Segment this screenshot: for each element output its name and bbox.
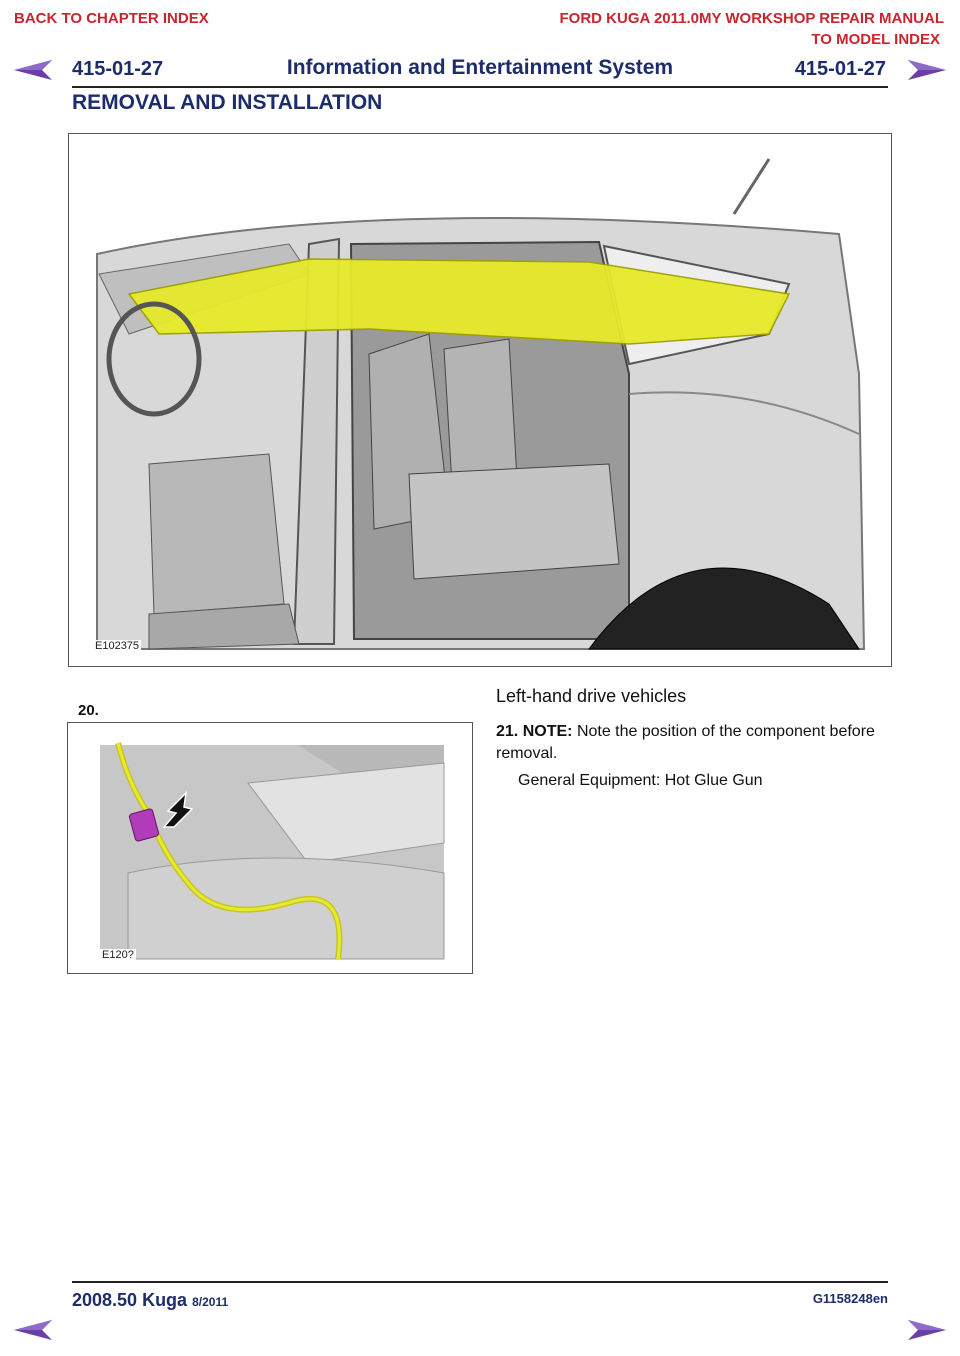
subsection-title: REMOVAL AND INSTALLATION bbox=[72, 91, 383, 114]
footer-model-name: 2008.50 Kuga bbox=[72, 1290, 188, 1310]
manual-title-link[interactable]: FORD KUGA 2011.0MY WORKSHOP REPAIR MANUA… bbox=[559, 10, 945, 27]
footer-model: 2008.50 Kuga 8/2011 bbox=[72, 1290, 228, 1311]
step-20-figure-label: E120? bbox=[100, 949, 136, 961]
page-code-right: 415-01-27 bbox=[794, 58, 886, 80]
connector-illustration bbox=[68, 723, 472, 973]
main-figure-label: E102375 bbox=[93, 640, 142, 652]
to-model-index-link[interactable]: TO MODEL INDEX bbox=[811, 31, 940, 48]
footer-rule bbox=[72, 1281, 888, 1283]
step-21: 21. NOTE: Note the position of the compo… bbox=[496, 721, 876, 765]
vehicle-interior-illustration bbox=[69, 134, 891, 666]
next-page-arrow-icon[interactable] bbox=[906, 58, 948, 82]
next-page-arrow-bottom-icon[interactable] bbox=[906, 1318, 948, 1342]
footer-doc-code: G1158248en bbox=[812, 1291, 888, 1306]
step-20-figure: E120? bbox=[67, 722, 473, 974]
step-21-note-label: NOTE: bbox=[522, 723, 573, 740]
previous-page-arrow-bottom-icon[interactable] bbox=[12, 1318, 54, 1342]
step-21-note-text: Note the position of the component befor… bbox=[496, 723, 875, 762]
header-rule bbox=[72, 86, 888, 88]
step-21-equipment: General Equipment: Hot Glue Gun bbox=[518, 772, 763, 789]
page-code-left: 415-01-27 bbox=[72, 58, 164, 80]
section-title: Information and Entertainment System bbox=[286, 56, 674, 79]
footer-date: 8/2011 bbox=[192, 1295, 229, 1309]
step-20-number: 20. bbox=[78, 702, 99, 719]
back-to-chapter-index-link[interactable]: BACK TO CHAPTER INDEX bbox=[14, 10, 209, 27]
variant-heading: Left-hand drive vehicles bbox=[496, 686, 687, 706]
main-figure-vehicle-interior: E102375 bbox=[68, 133, 892, 667]
previous-page-arrow-icon[interactable] bbox=[12, 58, 54, 82]
step-21-number: 21. bbox=[496, 723, 519, 740]
